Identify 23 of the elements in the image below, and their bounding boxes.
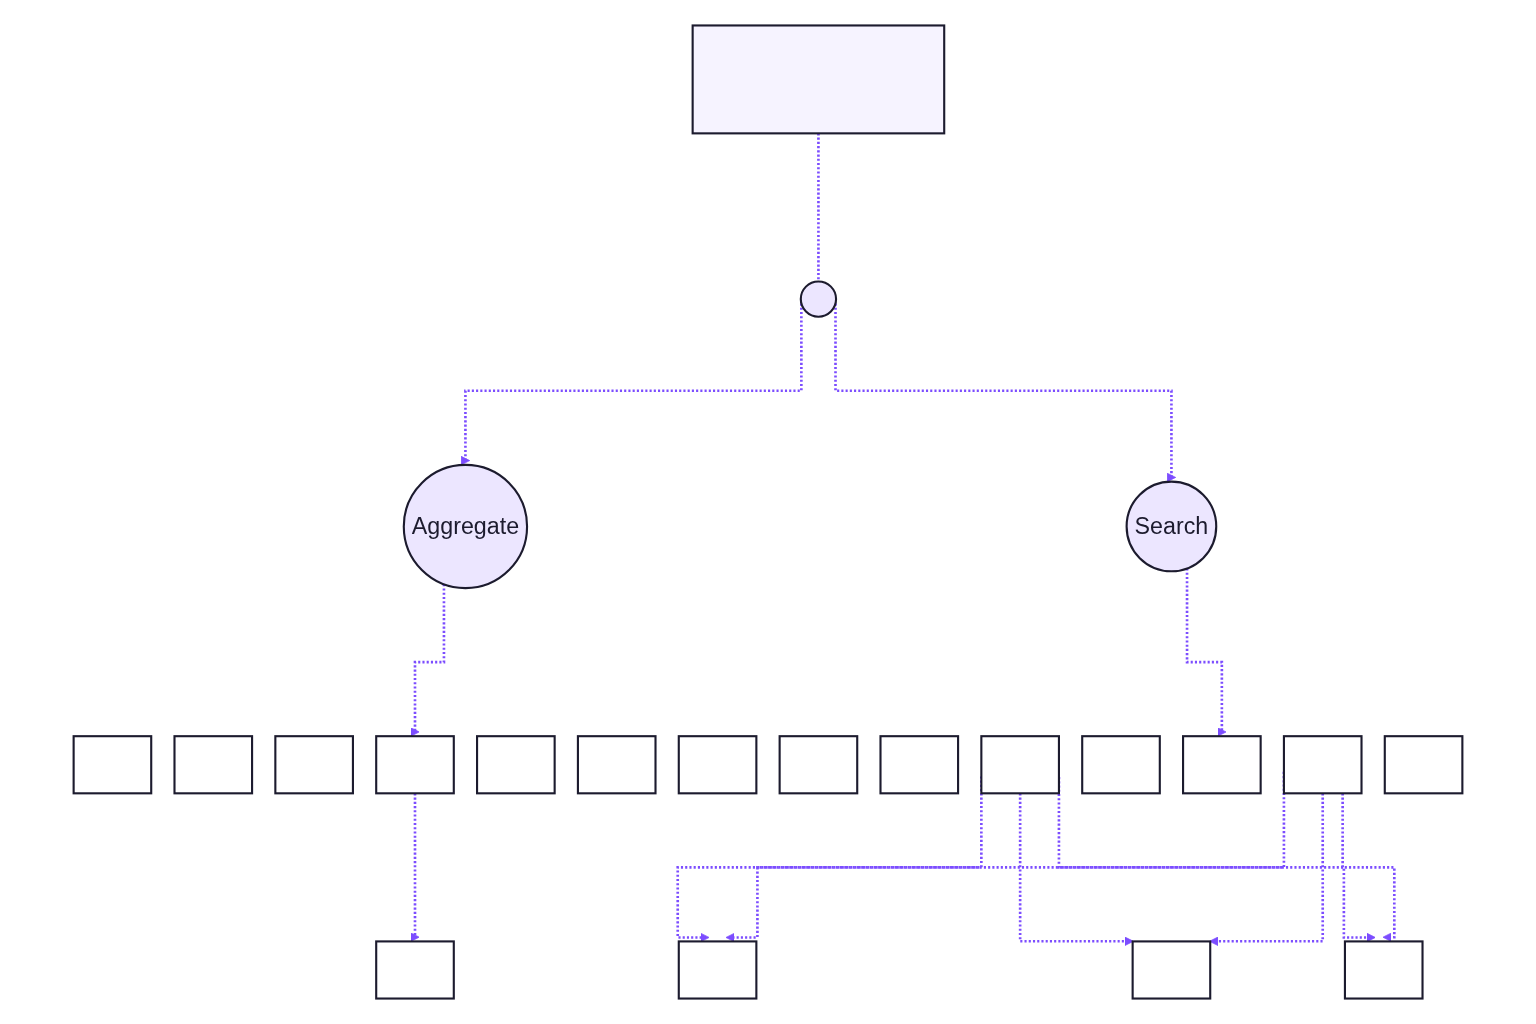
node-circle: Search (1125, 480, 1218, 573)
node-box (72, 735, 153, 795)
arrow (410, 584, 446, 737)
node-box (1282, 735, 1363, 795)
node-box (375, 940, 455, 1000)
node-box (1343, 940, 1424, 1000)
node-box (476, 735, 556, 795)
node-box (274, 735, 354, 795)
node-box (1182, 735, 1262, 795)
node-box (375, 735, 455, 795)
node-box (576, 735, 657, 795)
node-box (778, 735, 859, 795)
node-bar (691, 24, 946, 135)
node-box (677, 940, 758, 1000)
node-circle: Aggregate (402, 463, 529, 590)
node-box (677, 735, 758, 795)
node-circle (799, 280, 838, 318)
node-box (1081, 735, 1161, 795)
node-box (1131, 940, 1212, 1000)
node-box (879, 735, 960, 795)
node-box (1383, 735, 1464, 795)
node-box (980, 735, 1060, 795)
node-box (173, 735, 254, 795)
